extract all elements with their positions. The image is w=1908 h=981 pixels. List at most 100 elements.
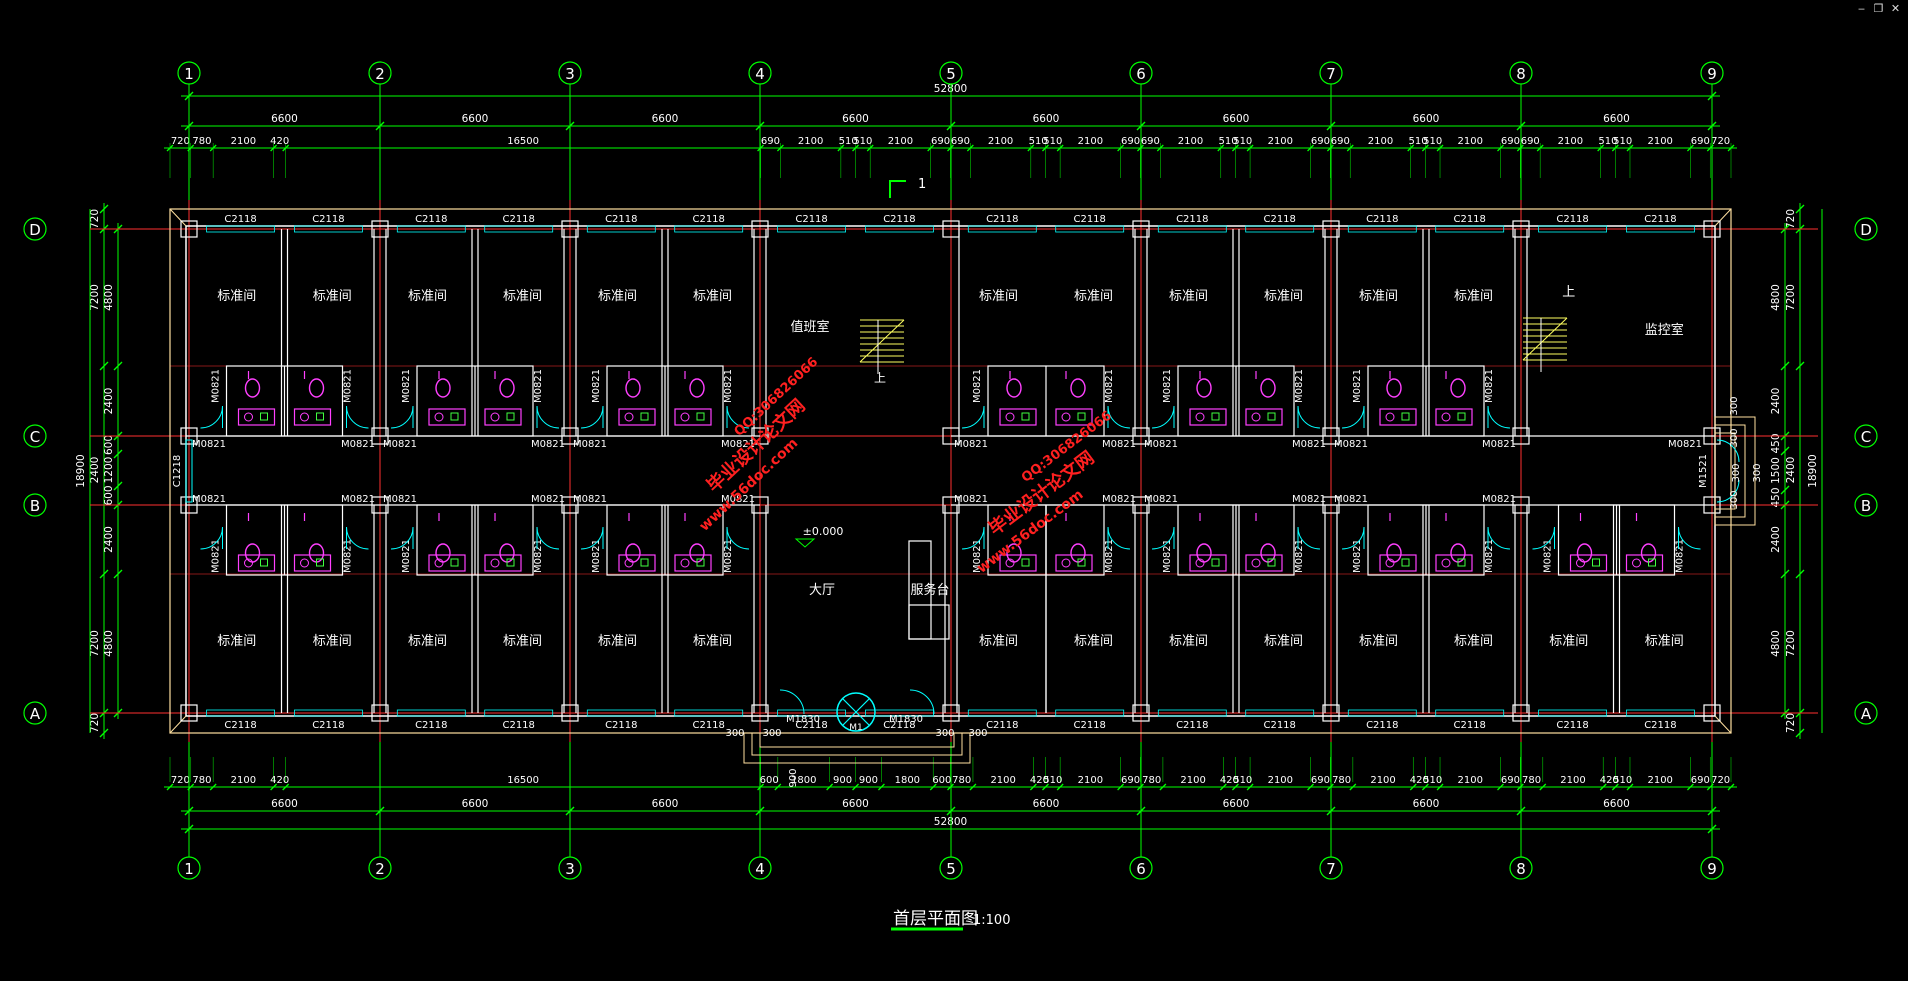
dim-bottom-bays-text-4: 6600 — [1033, 798, 1060, 810]
dim-top-detail-text-17: 690 — [1141, 136, 1160, 147]
section-mark-label: 1 — [918, 177, 926, 192]
window-label-bottom-7: C2118 — [883, 720, 915, 731]
minimize-icon[interactable]: ‒ — [1858, 2, 1865, 15]
door-label-2: M0821 — [192, 439, 226, 450]
grid-label-row-B-left: B — [30, 497, 40, 515]
grid-label-col-7-bottom: 7 — [1326, 860, 1336, 878]
grid-label-row-A-right: A — [1861, 705, 1872, 723]
basin-icon-bottom-4--1 — [1195, 558, 1205, 568]
window-label-top-6: C2118 — [795, 214, 827, 225]
grid-label-row-C-right: C — [1861, 428, 1871, 446]
dim-bottom-detail-text-11: 780 — [952, 775, 971, 786]
dim-bottom-detail-text-27: 2100 — [1458, 775, 1483, 786]
door-swing-top-2--1 — [580, 405, 604, 429]
room-std-bottom-15: 标准间 — [503, 634, 542, 649]
dim-left-outer-tick-3 — [99, 569, 109, 579]
close-icon[interactable]: ✕ — [1890, 2, 1901, 15]
dim-right-outer-text-1: 7200 — [1785, 284, 1797, 311]
door-swing-top-0-1 — [346, 405, 369, 429]
basin-icon-bottom-4-1 — [1251, 558, 1261, 568]
restore-icon[interactable]: ❐ — [1873, 2, 1884, 15]
floor-level-mark: ±0.000 — [803, 525, 844, 538]
dim-bottom-detail-tick-25 — [1409, 783, 1417, 791]
dim-bottom-bays-text-6: 6600 — [1413, 798, 1440, 810]
dim-top-bays-text-6: 6600 — [1413, 113, 1440, 125]
side-door-swing-2 — [1716, 479, 1740, 503]
dim-left-inner-text-3: 1200 — [103, 457, 115, 484]
side-step-dim-0: 300 — [1729, 396, 1740, 415]
column-post-9D — [1703, 220, 1721, 238]
dim-bottom-detail-text-35: 720 — [1711, 775, 1730, 786]
door-label-23: M0821 — [1102, 494, 1136, 505]
door-label-28: M0821 — [1144, 494, 1178, 505]
entrance-steps-inner — [759, 732, 955, 748]
room-std-bottom-24: 标准间 — [1549, 634, 1588, 649]
window-glass-top-6 — [777, 225, 846, 233]
window-label-bottom-14: C2118 — [1556, 720, 1588, 731]
dim-right-inner-text-3: 1500 — [1770, 457, 1782, 484]
door-swing-top-3--1 — [961, 405, 985, 429]
window-glass-top-7 — [865, 225, 934, 233]
door-label-20: M0821 — [954, 439, 988, 450]
grid-label-col-7-top: 7 — [1326, 65, 1336, 83]
basin-icon-top-2-1 — [680, 412, 690, 422]
vanity-bottom-4--1 — [1189, 554, 1227, 572]
dim-left-inner-tick-3 — [113, 449, 123, 459]
door-label-43: M0821 — [1104, 539, 1115, 573]
stair-up-label-right: 上 — [1562, 285, 1575, 300]
window-label-top-9: C2118 — [1073, 214, 1105, 225]
basin-icon-top-5-1 — [1441, 412, 1451, 422]
door-label-6: M0821 — [401, 369, 412, 403]
room-std-top-1: 标准间 — [313, 289, 352, 304]
eave-corner-1 — [1714, 208, 1732, 227]
window-label-bottom-8: C2118 — [986, 720, 1018, 731]
dim-top-bays-text-4: 6600 — [1033, 113, 1060, 125]
dim-bottom-detail-tick-13 — [1029, 783, 1037, 791]
dim-left-inner-tick-1 — [113, 361, 123, 371]
dim-bottom-detail-text-14: 510 — [1043, 775, 1062, 786]
column-post-4A — [751, 704, 769, 722]
window-glass-bottom-14 — [1538, 709, 1607, 717]
column-post-2D — [371, 220, 389, 238]
dim-bottom-detail-tick-9 — [877, 783, 885, 791]
dim-top-detail-text-35: 720 — [1711, 136, 1730, 147]
door-label-8: M0821 — [383, 439, 417, 450]
floor-drain-bottom-1-1 — [506, 558, 515, 567]
dim-bottom-detail-text-32: 510 — [1613, 775, 1632, 786]
window-label-top-4: C2118 — [605, 214, 637, 225]
entrance-door-swing-1 — [909, 689, 935, 715]
dim-top-detail-text-20: 510 — [1233, 136, 1252, 147]
dim-top-detail-text-14: 510 — [1043, 136, 1062, 147]
window-glass-top-8 — [967, 225, 1037, 233]
room-std-bottom-22: 标准间 — [1359, 634, 1398, 649]
dim-left-inner-tick-6 — [113, 569, 123, 579]
door-label-38: M0821 — [401, 539, 412, 573]
window-label-top-5: C2118 — [692, 214, 724, 225]
dim-right-outer-text-4: 720 — [1785, 713, 1797, 733]
window-glass-top-12 — [1347, 225, 1417, 233]
column-post-8D — [1512, 220, 1530, 238]
basin-icon-bottom-5-1 — [1441, 558, 1451, 568]
toilet-icon-top-2--1 — [625, 378, 641, 398]
dim-top-detail-text-31: 510 — [1598, 136, 1617, 147]
window-label-bottom-10: C2118 — [1176, 720, 1208, 731]
title-layer: 首层平面图 1:100 — [891, 909, 1010, 931]
dim-top-detail-text-27: 2100 — [1458, 136, 1483, 147]
dim-top-detail-text-3: 420 — [270, 136, 289, 147]
door-swing-top-4-1 — [1297, 405, 1321, 429]
door-label-0: M0821 — [211, 369, 222, 403]
room-std-bottom-17: 标准间 — [693, 634, 732, 649]
grid-label-col-5-bottom: 5 — [946, 860, 956, 878]
dim-bottom-bays-text-5: 6600 — [1223, 798, 1250, 810]
window-label-top-11: C2118 — [1263, 214, 1295, 225]
dim-top-bays-text-1: 6600 — [462, 113, 489, 125]
room-std-top-3: 标准间 — [503, 289, 542, 304]
floor-drain-top-4-1 — [1267, 412, 1276, 421]
door-label-42: M0821 — [972, 539, 983, 573]
floor-drain-bottom-0-1 — [316, 558, 324, 567]
door-swing-top-1--1 — [390, 405, 414, 429]
dim-right-outer-text-0: 720 — [1785, 209, 1797, 229]
vanity-top-1-1 — [484, 408, 522, 426]
